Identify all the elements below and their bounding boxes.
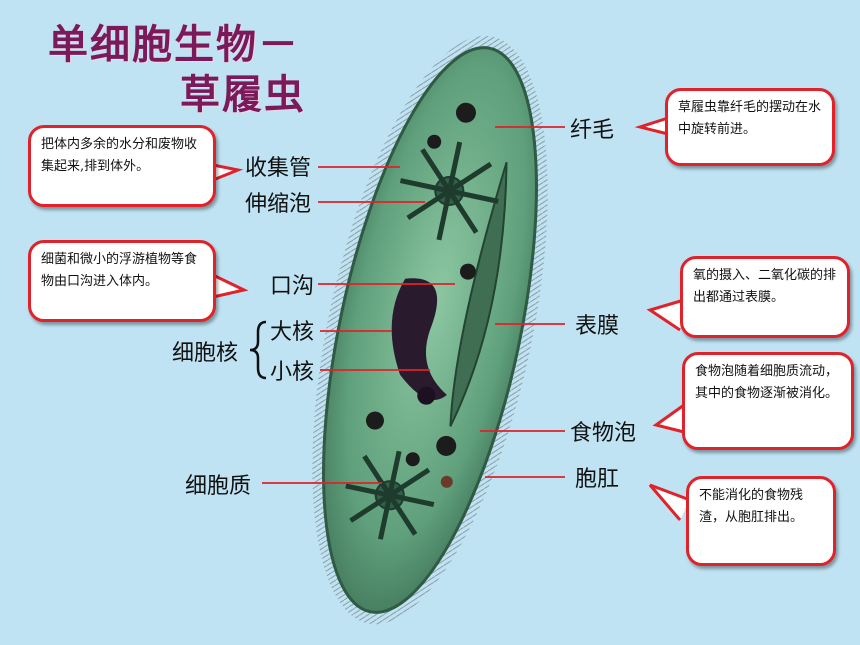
callout-tail-shiwupao (652, 403, 685, 434)
food-vacuole (455, 102, 476, 123)
callout-tail-biaomo (646, 298, 685, 332)
food-vacuole (436, 435, 457, 456)
label-xianmao: 纤毛 (570, 118, 615, 143)
nucleus-brace (249, 320, 267, 380)
callout-xianmao: 草履虫靠纤毛的摆动在水中旋转前进。 (665, 88, 835, 166)
micronucleus (417, 386, 436, 405)
callout-tail-kougou (212, 273, 249, 299)
label-baogang: 胞肛 (575, 467, 620, 492)
label-shoujiguan: 收集管 (245, 156, 312, 181)
callout-baogang: 不能消化的食物残渣，从胞肛排出。 (686, 476, 836, 566)
label-shiwupao: 食物泡 (570, 421, 637, 446)
label-xibaozhi: 细胞质 (185, 474, 252, 499)
food-vacuole (459, 263, 476, 280)
page-title-line2: 草履虫 (180, 71, 306, 118)
oral-groove (449, 161, 508, 427)
callout-tail-shoujiguan (212, 163, 244, 182)
label-kougou: 口沟 (270, 274, 315, 299)
callout-tail-xianmao (634, 116, 669, 136)
food-vacuole (427, 134, 442, 149)
label-shensuopao: 伸缩泡 (245, 192, 312, 217)
label-biaomo: 表膜 (575, 314, 620, 339)
callout-biaomo: 氧的摄入、二氧化碳的排出都通过表膜。 (680, 256, 850, 338)
anal-pore (440, 475, 453, 488)
label-xibaohe: 细胞核 (172, 341, 239, 366)
callout-shiwupao: 食物泡随着细胞质流动，其中的食物逐渐被消化。 (682, 352, 854, 450)
callout-tail-baogang (648, 483, 691, 521)
food-vacuole (405, 452, 420, 467)
label-dahe: 大核 (270, 320, 315, 345)
food-vacuole (365, 411, 384, 430)
contractile-vacuole-bottom (345, 450, 435, 540)
page-title-line1: 单细胞生物－ (48, 21, 300, 68)
label-xiaohe: 小核 (270, 360, 315, 385)
callout-kougou: 细菌和微小的浮游植物等食物由口沟进入体内。 (28, 240, 216, 322)
callout-shoujiguan: 把体内多余的水分和废物收集起来,排到体外。 (28, 125, 216, 207)
contractile-vacuole-top (399, 141, 499, 241)
